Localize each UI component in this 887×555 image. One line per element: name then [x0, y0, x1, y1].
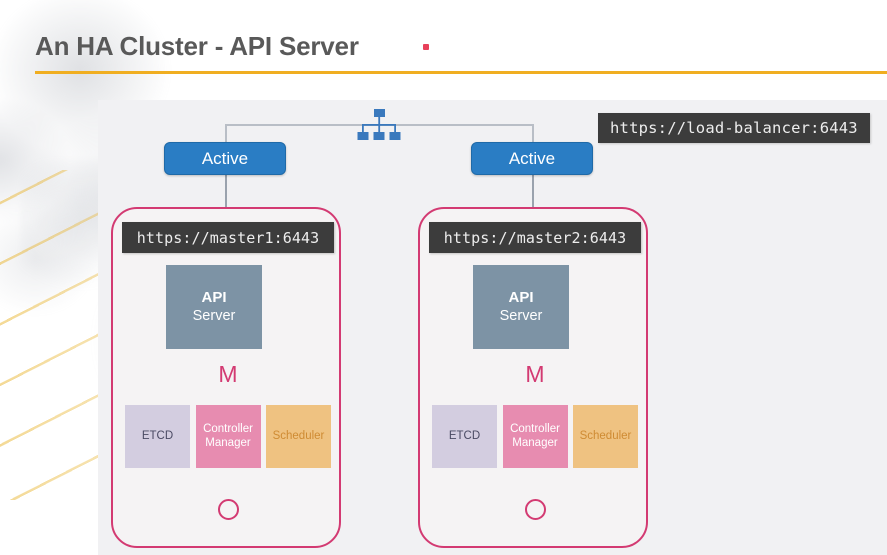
connector-to-master2-top — [532, 124, 534, 142]
component-scheduler-2: Scheduler — [573, 405, 638, 468]
load-balancer-url-label: https://load-balancer:6443 — [598, 113, 870, 143]
component-etcd-1: ETCD — [125, 405, 190, 468]
network-hierarchy-icon — [356, 109, 402, 145]
master1-state-badge[interactable]: Active — [164, 142, 286, 175]
api-server-box-2: API Server — [473, 265, 569, 349]
node-home-circle-icon-2 — [525, 499, 546, 520]
node-home-circle-icon-1 — [218, 499, 239, 520]
api-server-subtitle-2: Server — [499, 308, 543, 325]
title-bullet-dot-icon — [423, 44, 429, 50]
master-node-card-1: https://master1:6443 API Server M ETCD C… — [111, 207, 341, 548]
master1-url-label: https://master1:6443 — [122, 222, 334, 253]
master-role-label-2: M — [525, 361, 545, 387]
api-server-title-1: API — [201, 288, 227, 306]
master2-state-badge[interactable]: Active — [471, 142, 593, 175]
master2-url-label: https://master2:6443 — [429, 222, 641, 253]
page-title: An HA Cluster - API Server — [35, 31, 359, 61]
api-server-box-1: API Server — [166, 265, 262, 349]
api-server-subtitle-1: Server — [192, 308, 236, 325]
api-server-title-2: API — [508, 288, 534, 306]
title-underline-rule — [35, 71, 887, 74]
master-role-label-1: M — [218, 361, 238, 387]
component-row-1: ETCD Controller Manager Scheduler — [125, 405, 331, 468]
component-row-2: ETCD Controller Manager Scheduler — [432, 405, 638, 468]
master-node-card-2: https://master2:6443 API Server M ETCD C… — [418, 207, 648, 548]
component-scheduler-1: Scheduler — [266, 405, 331, 468]
component-controller-manager-1: Controller Manager — [195, 405, 261, 468]
component-etcd-2: ETCD — [432, 405, 497, 468]
connector-to-master1-top — [225, 124, 227, 142]
connector-active1-to-node1 — [225, 175, 227, 207]
component-controller-manager-2: Controller Manager — [502, 405, 568, 468]
ha-cluster-diagram-panel: https://load-balancer:6443 Active Active… — [98, 100, 887, 555]
connector-active2-to-node2 — [532, 175, 534, 207]
